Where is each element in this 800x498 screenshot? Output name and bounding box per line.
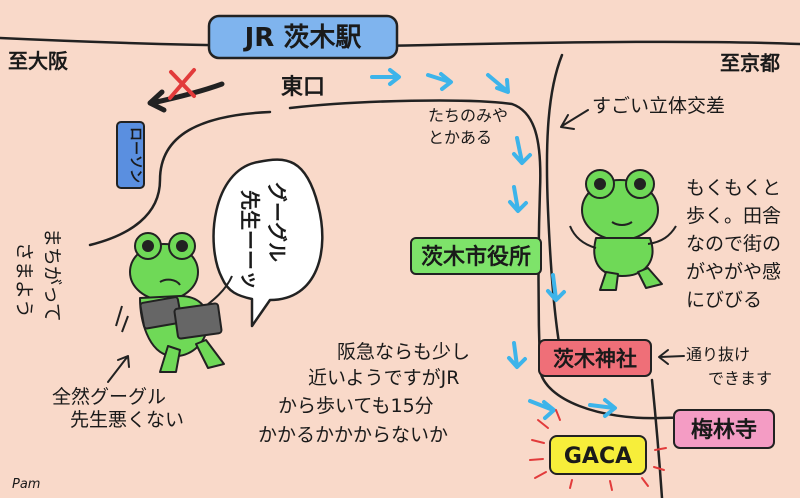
shrine-box [538,339,652,377]
pointer-arrow [658,349,685,365]
east-exit-label: 東口 [281,75,325,100]
gaca-label: GACA [564,444,632,469]
route-arrow [507,341,527,369]
shortcut-line: 通り抜け [686,345,750,364]
station-sign: JR 茨木駅 [207,14,399,60]
route-arrow [370,68,401,86]
route-arrow [588,398,617,418]
wrong-way-note: まちがって さまよう [13,228,63,322]
artist-signature: Pam [12,477,40,492]
frog-with-phone-icon [115,232,233,373]
street-line: もくもくと [686,177,781,199]
lawson-store: ローソン [116,121,145,189]
route-arrow [508,185,528,213]
walking-frog-icon [569,169,677,291]
street-line: 歩く。田舎 [686,205,781,227]
baikouji-label: 梅林寺 [691,417,757,443]
baikouji-box [673,409,775,449]
baikouji-temple: 梅林寺 [673,409,775,449]
shrine-side-road [650,378,664,498]
hankyu-line: から歩いても15分 [278,395,434,417]
wrong-way-line: まちがって [41,228,63,322]
city-hall-label: 茨木市役所 [421,244,531,270]
overpass-label: すごい立体交差 [592,95,725,117]
street-line: がやがや感 [686,261,781,283]
overpass-note: すごい立体交差 [560,95,725,130]
direction-kyoto: 至京都 [720,51,780,75]
google-bubble-line: 先生ーーッ [238,190,262,290]
google-ok-note: 全然グーグル 先生悪くない [52,355,184,431]
shrine-label: 茨木神社 [553,347,637,371]
station-front-road [0,36,800,48]
tachinomi-line: たちのみや [428,106,508,125]
roads [0,36,800,498]
shortcut-line: できます [708,369,772,388]
route-arrow [512,136,532,165]
google-ok-line: 全然グーグル [52,386,166,408]
shortcut-note: 通り抜け できます [658,345,772,388]
gaca-box [549,435,647,475]
station-box [207,14,399,60]
station-label: JR 茨木駅 [243,23,362,53]
google-speech-bubble: グーグル 先生ーーッ [212,158,324,328]
speech-bubble-shape [212,158,324,328]
lawson-road [88,110,272,247]
wrong-way-marker [147,68,225,113]
cross-mark-icon [168,68,196,100]
route-arrow [546,273,566,302]
gaca-sparkle-icon [529,409,667,491]
ibaraki-shrine: 茨木神社 [538,339,652,377]
wrong-way-line: さまよう [13,242,35,318]
street-line: なので街の [686,233,781,255]
street-note: もくもくと 歩く。田舎 なので街の がやがや感 にびびる [686,177,781,311]
gaca-destination: GACA [529,409,667,491]
route-arrow [486,73,510,94]
city-hall: 茨木市役所 [410,237,542,275]
overpass-road [545,53,564,362]
hankyu-line: かかるかかからないか [258,424,448,446]
hankyu-line: 近いようですがJR [308,367,459,389]
city-hall-box [410,237,542,275]
direction-osaka: 至大阪 [8,49,69,73]
hankyu-line: 阪急ならも少し [337,341,470,363]
hankyu-note: 阪急ならも少し 近いようですがJR から歩いても15分 かかるかかからないか [258,341,470,446]
lawson-label: ローソン [127,127,143,183]
tachinomi-note: たちのみや とかある [428,106,508,147]
pointer-arrow [560,109,589,130]
google-bubble-line: グーグル [265,182,289,262]
pointer-arrow [107,355,130,383]
google-ok-line: 先生悪くない [70,409,184,431]
wrong-way-arrow [147,81,225,113]
tachinomi-line: とかある [428,128,492,147]
street-line: にびびる [686,289,762,311]
route-arrow [528,399,556,420]
route-arrow [426,72,453,91]
route-arrows [370,68,617,420]
lawson-box [116,121,145,189]
